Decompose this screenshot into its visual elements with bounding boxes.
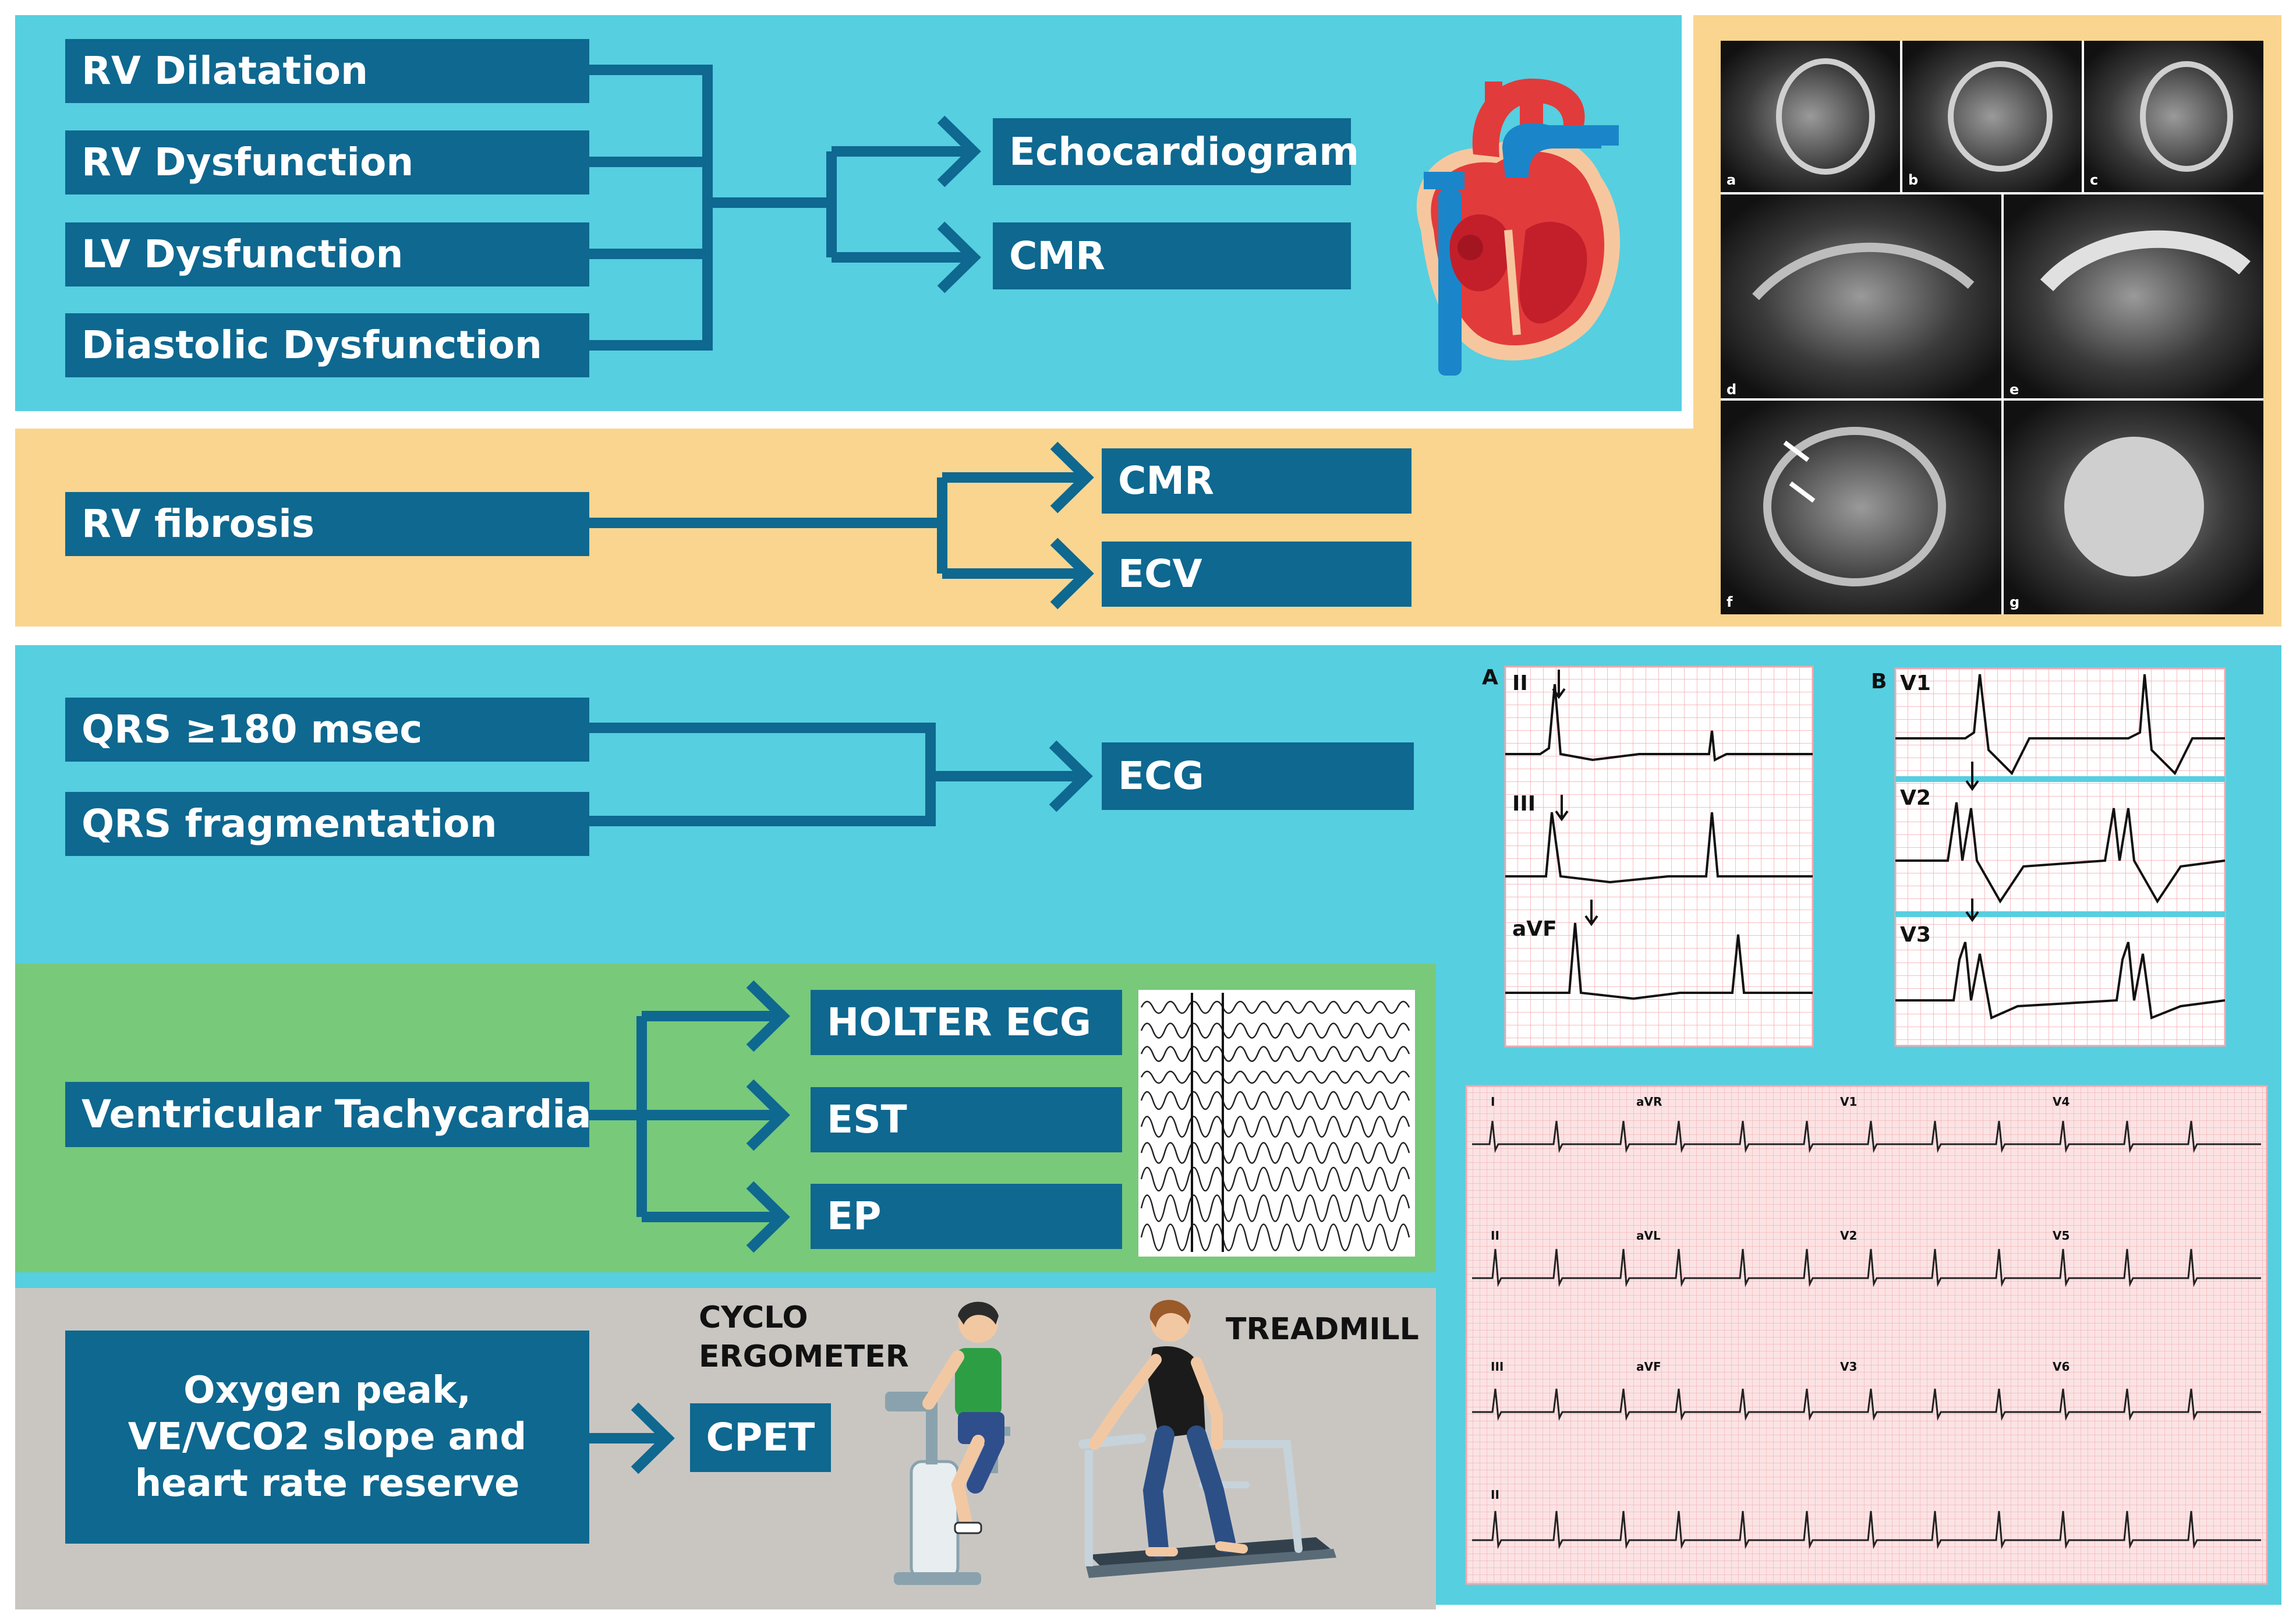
ecg-lead-v1: V1 [1900, 671, 1931, 695]
test-ecg: ECG [1102, 742, 1414, 810]
finding-qrs-180: QRS ≥180 msec [65, 698, 589, 762]
ecg12-label-v4: V4 [2053, 1095, 2070, 1109]
finding-rv-fibrosis: RV fibrosis [65, 492, 589, 556]
ecg12-label-avr: aVR [1636, 1095, 1662, 1109]
cmr-letter-e: e [2010, 381, 2019, 398]
finding-rv-dilatation: RV Dilatation [65, 39, 589, 103]
cmr-images [1721, 41, 2263, 614]
ecg12-label-ii: II [1491, 1229, 1499, 1243]
arrowhead-echocardiogram [937, 115, 981, 187]
cmr-letter-d: d [1727, 381, 1737, 398]
cmr-letter-b: b [1908, 172, 1919, 188]
ecg12-label-i: I [1491, 1095, 1495, 1109]
test-cpet: CPET [690, 1403, 831, 1472]
ecg12-label-v1: V1 [1840, 1095, 1858, 1109]
ecg12-label-iii: III [1491, 1360, 1504, 1374]
arrowhead-holter [746, 980, 790, 1052]
treadmill-illustration [1078, 1300, 1336, 1578]
cycle-ergometer-illustration [885, 1301, 1010, 1585]
ecg-panel-a-letter: A [1482, 666, 1498, 689]
arrowhead-cpet [631, 1402, 675, 1474]
cmr-letter-a: a [1727, 172, 1736, 188]
arrowhead-ecg [1049, 740, 1093, 812]
arrowhead-ecv [1050, 537, 1094, 610]
arrowhead-est [746, 1079, 790, 1151]
ecg12-label-v6: V6 [2053, 1360, 2070, 1374]
test-ecv: ECV [1102, 542, 1411, 607]
ecg12-label-avl: aVL [1636, 1229, 1661, 1243]
test-echocardiogram: Echocardiogram [993, 118, 1359, 185]
ecg12-label-v2: V2 [1840, 1229, 1858, 1243]
finding-qrs-fragmentation: QRS fragmentation [65, 792, 589, 856]
ecg12-label-ii-rhythm: II [1491, 1488, 1499, 1502]
ecg-lead-iii: III [1512, 792, 1536, 816]
arrowhead-cmr-fibrosis [1050, 441, 1094, 514]
arrowhead-cmr-structural [937, 221, 981, 293]
heart-illustration [1416, 79, 1621, 376]
finding-ventricular-tachycardia: Ventricular Tachycardia [65, 1082, 592, 1147]
ecg-lead-v3: V3 [1900, 923, 1931, 947]
ecg-panel-b-letter: B [1871, 670, 1887, 694]
finding-lv-dysfunction: LV Dysfunction [65, 222, 589, 286]
connector-structural-to-tests [707, 146, 970, 263]
ecg-panel-a [1504, 666, 1814, 1048]
connector-arrhythmia [589, 1011, 780, 1222]
ecg-lead-avf: aVF [1512, 917, 1557, 941]
cmr-letter-g: g [2010, 594, 2020, 610]
finding-rv-dysfunction: RV Dysfunction [65, 130, 589, 194]
cmr-letter-f: f [1727, 594, 1733, 610]
test-cmr-fibrosis: CMR [1102, 448, 1411, 514]
ecg-lead-v2: V2 [1900, 786, 1931, 810]
test-ep: EP [811, 1184, 1122, 1249]
ecg-lead-ii: II [1512, 671, 1528, 695]
test-est: EST [811, 1087, 1122, 1152]
finding-oxygen-peak: Oxygen peak, VE/VCO2 slope and heart rat… [65, 1331, 589, 1544]
connector-structural-tree [589, 65, 713, 351]
ecg12-label-v3: V3 [1840, 1360, 1858, 1374]
connector-conduction [589, 723, 1083, 826]
vt-rhythm-strip [1138, 990, 1415, 1257]
test-holter-ecg: HOLTER ECG [811, 990, 1122, 1055]
label-treadmill: TREADMILL [1226, 1312, 1419, 1347]
cmr-letter-c: c [2090, 172, 2099, 188]
label-ergometer: ERGOMETER [699, 1339, 909, 1374]
ecg-panel-b [1894, 667, 2226, 1047]
label-cyclo: CYCLO [699, 1300, 808, 1335]
ecg12-label-avf: aVF [1636, 1360, 1661, 1374]
connector-fibrosis [589, 472, 1084, 579]
ecg12-label-v5: V5 [2053, 1229, 2070, 1243]
ecg-12-lead [1465, 1085, 2268, 1585]
arrowhead-ep [746, 1181, 790, 1253]
test-cmr-structural: CMR [993, 222, 1351, 289]
finding-diastolic-dysfunction: Diastolic Dysfunction [65, 313, 589, 377]
